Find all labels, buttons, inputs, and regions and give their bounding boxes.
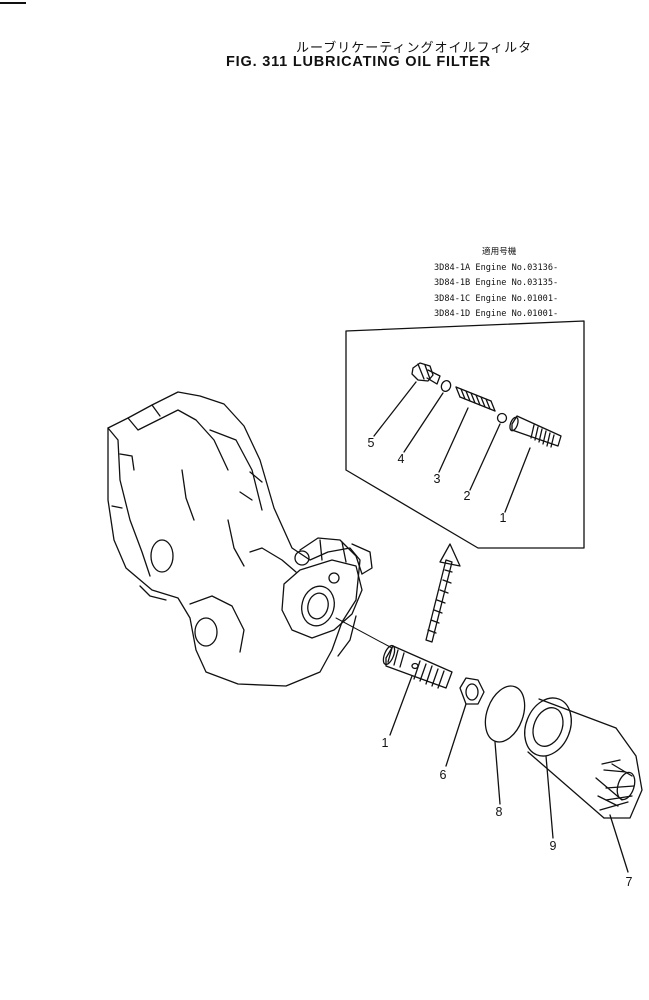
valve-part-1	[382, 644, 453, 689]
title-japanese: ルーブリケーティングオイルフィルタ	[296, 41, 533, 56]
washer-part-4	[440, 379, 452, 393]
callout-main-6: 6	[439, 768, 447, 782]
callout-inset-2: 2	[463, 489, 471, 503]
leader-inset-1	[504, 447, 531, 513]
applicability-row: 3D84-1C Engine No.01001-	[434, 293, 559, 304]
applicability-row: 3D84-1D Engine No.01001-	[434, 309, 559, 319]
applicability-row: 3D84-1A Engine No.03136-	[434, 262, 559, 273]
leader-inset-5	[373, 381, 417, 437]
leader-inset-3	[438, 407, 469, 473]
callout-main-8: 8	[495, 805, 503, 819]
valve-part-1-inset	[509, 415, 562, 448]
applicability-row: 3D84-1B Engine No.03135-	[434, 278, 559, 288]
arrow-to-inset	[425, 543, 461, 643]
filter-cartridge-part-9	[524, 697, 643, 819]
o-ring-part-8	[484, 685, 526, 743]
inset-frame	[345, 320, 585, 549]
plug-part-5	[411, 362, 441, 385]
applicability-heading: 適用号機	[482, 247, 517, 257]
applicability-note: 適用号機 3D84-1A Engine No.03136- 3D84-1B En…	[434, 245, 584, 323]
callout-inset-4: 4	[397, 452, 405, 466]
leader-inset-4	[403, 392, 444, 453]
axis-line	[335, 617, 393, 649]
leader-main-7	[609, 814, 629, 873]
filter-head	[281, 537, 373, 657]
leader-main-6	[445, 703, 467, 767]
corner-mark	[0, 2, 26, 4]
leader-main-1	[389, 675, 413, 736]
nut-part-6	[459, 677, 485, 705]
figure-title: FIG. 311 LUBRICATING OIL FILTER	[226, 54, 491, 70]
ball-part-2	[496, 412, 508, 424]
leader-main-8	[494, 741, 501, 805]
callout-inset-5: 5	[367, 436, 375, 450]
callout-main-9: 9	[549, 839, 557, 853]
engine-housing	[107, 391, 361, 687]
callout-main-7: 7	[625, 875, 633, 889]
callout-inset-3: 3	[433, 472, 441, 486]
leader-main-9	[545, 755, 554, 839]
callout-main-1: 1	[381, 736, 389, 750]
spring-part-3	[455, 386, 496, 412]
callout-inset-1: 1	[499, 511, 507, 525]
leader-inset-2	[469, 423, 501, 491]
